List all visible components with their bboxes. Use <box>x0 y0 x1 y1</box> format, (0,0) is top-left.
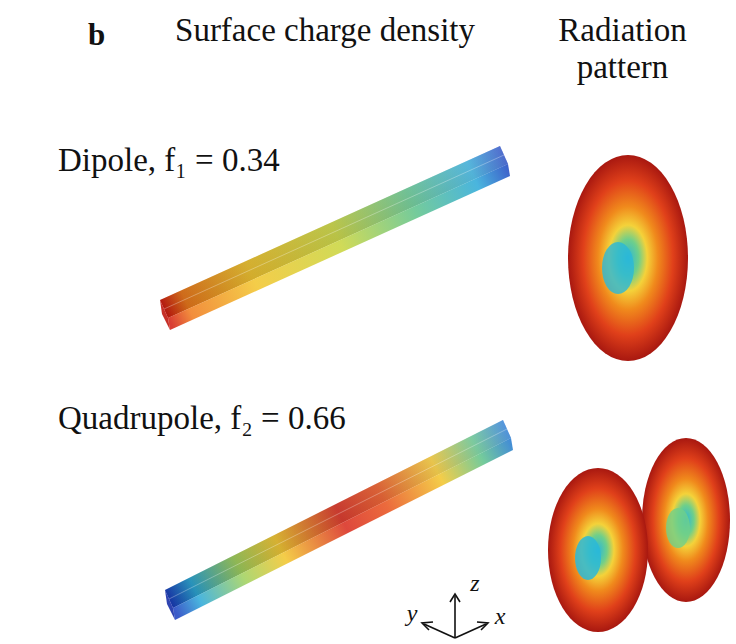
axis-label: x <box>488 603 512 630</box>
axis-label: z <box>463 570 487 597</box>
quadrupole-rod <box>165 420 513 620</box>
quadrupole-radiation-pattern <box>548 438 730 632</box>
dipole-radiation-pattern <box>568 155 688 361</box>
mode-label: Quadrupole, f₂ = 0.66 <box>58 400 518 437</box>
panel-letter: b <box>88 18 128 53</box>
axis-label: y <box>400 600 424 627</box>
axis-triad <box>422 594 488 638</box>
column-heading: Radiation pattern <box>520 12 725 86</box>
mode-label: Dipole, f₁ = 0.34 <box>58 142 478 179</box>
column-heading: Surface charge density <box>170 12 480 49</box>
